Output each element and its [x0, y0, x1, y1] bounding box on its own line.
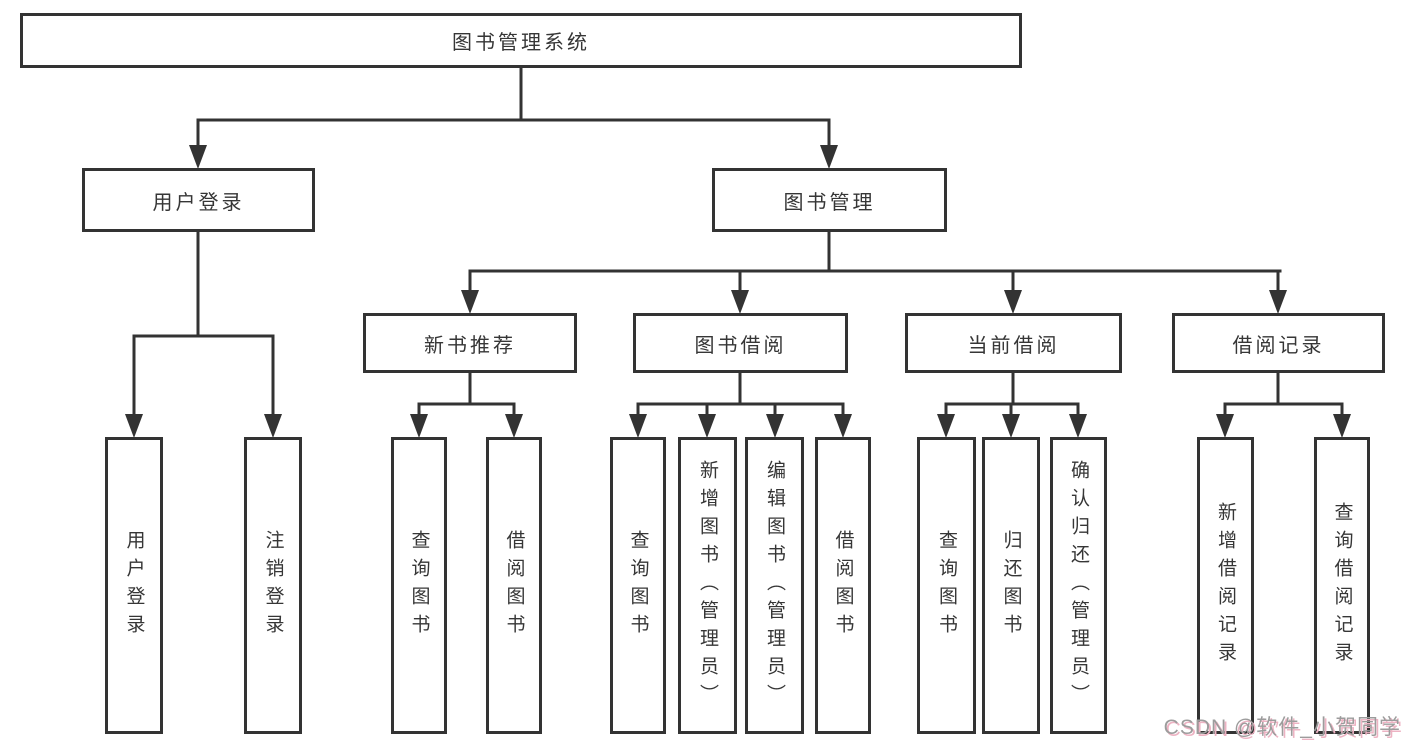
node-root-system: 图书管理系统: [20, 13, 1022, 68]
leaf-logout: 注销登录: [244, 437, 302, 734]
node-current-borrow: 当前借阅: [905, 313, 1122, 373]
node-borrow-record: 借阅记录: [1172, 313, 1385, 373]
node-book-borrow: 图书借阅: [633, 313, 848, 373]
node-book-borrow-label: 图书借阅: [694, 334, 787, 357]
leaf-add-borrow-record-label: 新增借阅记录: [1215, 501, 1236, 670]
leaf-user-login-label: 用户登录: [123, 529, 145, 642]
leaf-return-book: 归还图书: [982, 437, 1040, 734]
leaf-user-login: 用户登录: [105, 437, 163, 734]
leaf-query-book-current: 查询图书: [917, 437, 976, 734]
leaf-confirm-return-admin-label: 确认归还（管理员）: [1068, 459, 1089, 712]
node-root-system-label: 图书管理系统: [452, 32, 590, 54]
csdn-watermark: CSDN @软件_小贺同学: [1163, 716, 1401, 739]
node-current-borrow-label: 当前借阅: [967, 334, 1060, 357]
leaf-query-book-recommend: 查询图书: [391, 437, 447, 734]
leaf-borrow-book-label: 借阅图书: [832, 529, 854, 642]
leaf-borrow-book-recommend-label: 借阅图书: [503, 529, 525, 642]
leaf-query-book-recommend-label: 查询图书: [408, 529, 430, 642]
leaf-query-book-borrow-label: 查询图书: [627, 529, 649, 642]
leaf-query-borrow-record: 查询借阅记录: [1314, 437, 1370, 734]
leaf-query-book-current-label: 查询图书: [936, 529, 957, 642]
leaf-edit-book-admin: 编辑图书（管理员）: [745, 437, 804, 734]
node-user-login: 用户登录: [82, 168, 315, 232]
leaf-add-book-admin: 新增图书（管理员）: [678, 437, 737, 734]
node-book-management-label: 图书管理: [783, 191, 876, 214]
node-new-book-recommend: 新书推荐: [363, 313, 577, 373]
leaf-confirm-return-admin: 确认归还（管理员）: [1050, 437, 1107, 734]
node-borrow-record-label: 借阅记录: [1232, 334, 1325, 357]
leaf-add-book-admin-label: 新增图书（管理员）: [697, 459, 718, 712]
node-book-management: 图书管理: [712, 168, 947, 232]
arrowhead-icons: [125, 145, 1351, 438]
leaf-borrow-book-recommend: 借阅图书: [486, 437, 542, 734]
leaf-query-book-borrow: 查询图书: [610, 437, 666, 734]
leaf-edit-book-admin-label: 编辑图书（管理员）: [764, 459, 785, 712]
leaf-borrow-book: 借阅图书: [815, 437, 871, 734]
node-user-login-label: 用户登录: [152, 191, 245, 214]
leaf-query-borrow-record-label: 查询借阅记录: [1331, 501, 1353, 670]
node-new-book-recommend-label: 新书推荐: [424, 334, 516, 357]
leaf-add-borrow-record: 新增借阅记录: [1197, 437, 1254, 734]
leaf-return-book-label: 归还图书: [1000, 529, 1022, 642]
leaf-logout-label: 注销登录: [262, 529, 284, 642]
